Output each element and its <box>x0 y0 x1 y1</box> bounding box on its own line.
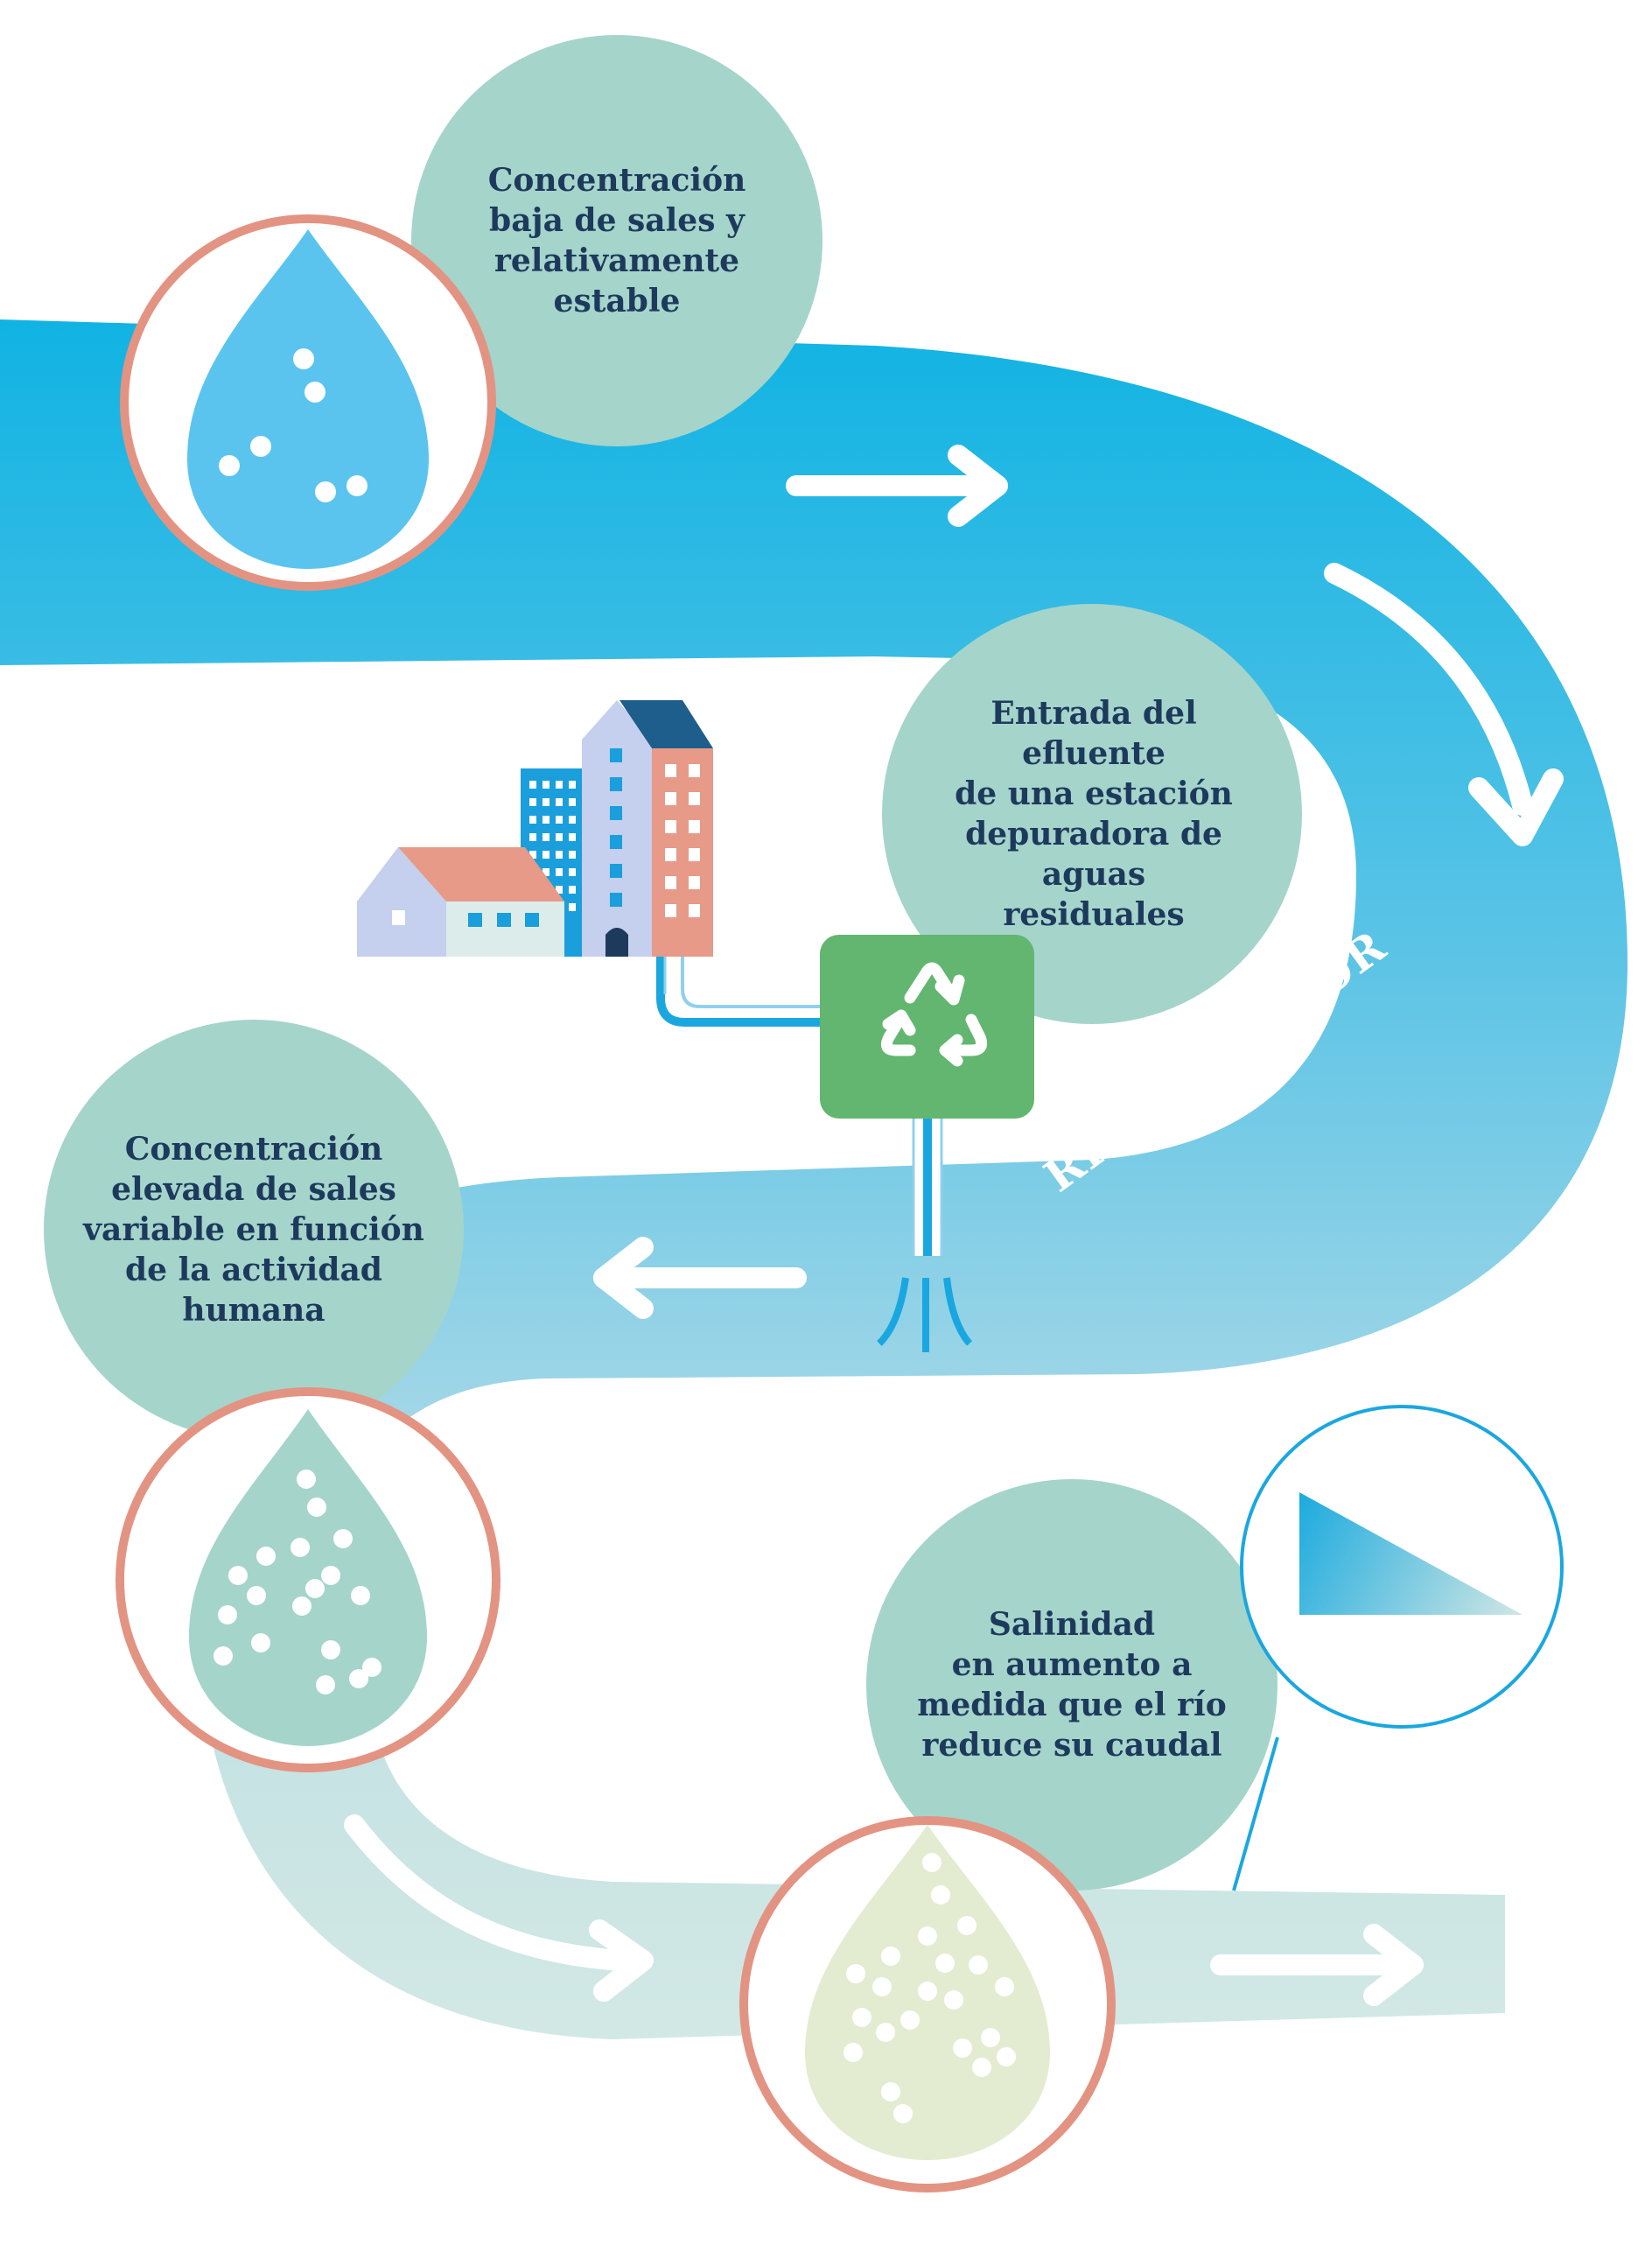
decreasing-flow-wedge-icon <box>1299 1492 1522 1615</box>
treatment-plant <box>820 935 1034 1119</box>
city-buildings-icon <box>357 700 713 957</box>
water-drop-low-salt-icon <box>120 214 496 591</box>
label-low-salt: Concentración baja de sales y relativame… <box>487 161 746 320</box>
arrow-right-top <box>786 445 1008 527</box>
flow-zoom-callout <box>1232 1405 1564 1891</box>
arrow-curve-bottom-head <box>589 1919 654 2002</box>
arrow-curve-bottom <box>344 1814 632 1971</box>
arrow-right-bottom <box>1210 1924 1424 2006</box>
info-circle-effluent <box>882 604 1302 1024</box>
effluent-pipes <box>651 957 973 1352</box>
info-circle-middle <box>44 1020 464 1440</box>
label-rising-salinity: Salinidad en aumento a medida que el río… <box>917 1605 1227 1764</box>
flow-arrows <box>344 445 1564 2006</box>
info-circle-top <box>411 35 822 446</box>
water-drop-high-salt-icon <box>116 1387 500 1772</box>
recycle-icon <box>880 962 988 1067</box>
label-effluent: Entrada del efluente de una estación dep… <box>955 694 1233 934</box>
info-circle-bottom <box>866 1479 1278 1891</box>
arrow-left-middle <box>593 1237 807 1319</box>
arrow-curve-right-head <box>1468 768 1564 846</box>
label-high-salt: Concentración elevada de sales variable … <box>83 1130 424 1329</box>
water-drop-rising-salinity-icon <box>739 1816 1116 2192</box>
arrow-curve-right <box>1324 563 1533 816</box>
